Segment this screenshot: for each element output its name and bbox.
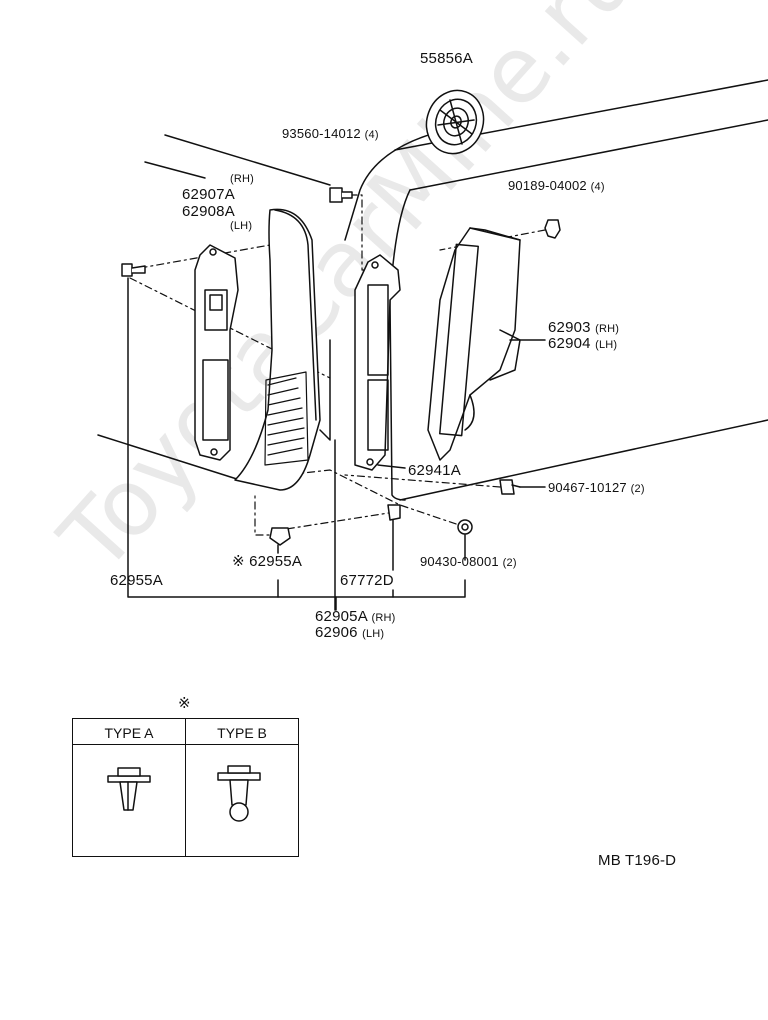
label-62906: 62906 (LH) xyxy=(315,624,384,641)
label-62905A-part: 62905A xyxy=(315,608,368,625)
leader-left-diag xyxy=(129,277,331,379)
leader-62941A xyxy=(377,464,406,469)
label-62907A: 62907A xyxy=(182,186,235,203)
bracket-62941A xyxy=(354,254,401,471)
label-62941A: 62941A xyxy=(408,462,461,479)
body-line-left-2 xyxy=(144,161,206,179)
legend-clip-a xyxy=(107,767,151,811)
body-line-2 xyxy=(409,119,768,191)
body-line-left-top xyxy=(164,134,331,186)
cover-62905A xyxy=(234,208,321,491)
leader-screw-left xyxy=(139,244,271,269)
label-90189: 90189-04002 (4) xyxy=(508,178,605,193)
nut-90430 xyxy=(457,519,473,535)
group-bracket xyxy=(127,277,466,598)
legend-clip-b xyxy=(217,765,261,822)
leader-clip-lower xyxy=(254,494,281,536)
body-line-left-3 xyxy=(97,434,241,481)
label-55856A: 55856A xyxy=(420,50,473,67)
label-rh-3: (RH) xyxy=(371,612,396,624)
label-62955A: 62955A xyxy=(110,572,163,589)
label-90430-part: 90430-08001 xyxy=(420,554,499,569)
legend-type-b: TYPE B xyxy=(217,725,267,741)
label-lh-3: (LH) xyxy=(362,628,385,640)
label-rh-2: (RH) xyxy=(595,323,620,335)
vertical-62905A-2 xyxy=(319,339,331,441)
screw-93560 xyxy=(329,187,353,203)
leader-screw-93560 xyxy=(349,194,376,271)
label-90467-part: 90467-10127 xyxy=(548,480,627,495)
label-62955A-mark: ※ 62955A xyxy=(232,553,303,570)
label-90467-qty: (2) xyxy=(630,483,645,495)
label-93560-qty: (4) xyxy=(364,129,379,141)
clip-62955A xyxy=(269,527,291,546)
legend-divider xyxy=(185,719,186,856)
label-62904-part: 62904 xyxy=(548,335,591,352)
label-67772D: 67772D xyxy=(340,572,394,589)
clip-90467 xyxy=(499,479,521,495)
label-93560: 93560-14012 (4) xyxy=(282,126,379,141)
leader-90467 xyxy=(344,474,501,488)
label-62908A: 62908A xyxy=(182,203,235,220)
leader-67772 xyxy=(279,511,396,531)
label-90189-qty: (4) xyxy=(590,181,605,193)
label-90467: 90467-10127 (2) xyxy=(548,480,645,495)
label-62905A: 62905A (RH) xyxy=(315,608,395,625)
label-lh-2: (LH) xyxy=(595,339,618,351)
label-lh-1: (LH) xyxy=(230,220,253,232)
label-90189-part: 90189-04002 xyxy=(508,178,587,193)
label-62903: 62903 (RH) xyxy=(548,319,619,336)
label-93560-part: 93560-14012 xyxy=(282,126,361,141)
label-62906-part: 62906 xyxy=(315,624,358,641)
label-62904: 62904 (LH) xyxy=(548,335,617,352)
label-90430: 90430-08001 (2) xyxy=(420,554,517,569)
clip-90189 xyxy=(544,219,561,239)
clip-67772D xyxy=(387,504,401,521)
clip-type-legend: TYPE A TYPE B xyxy=(72,718,299,857)
grille-55856A xyxy=(425,89,485,155)
label-rh-1: (RH) xyxy=(230,173,255,185)
label-90430-qty: (2) xyxy=(502,557,517,569)
screw-left xyxy=(121,263,146,277)
legend-mark: ※ xyxy=(178,695,191,712)
legend-type-a: TYPE A xyxy=(104,725,154,741)
body-line-right-bottom xyxy=(399,419,768,501)
duct-62903 xyxy=(427,227,521,461)
bracket-62907A xyxy=(194,244,239,461)
body-curve-2 xyxy=(389,189,411,501)
diagram-code: MB T196-D xyxy=(598,852,677,869)
label-62903-part: 62903 xyxy=(548,319,591,336)
